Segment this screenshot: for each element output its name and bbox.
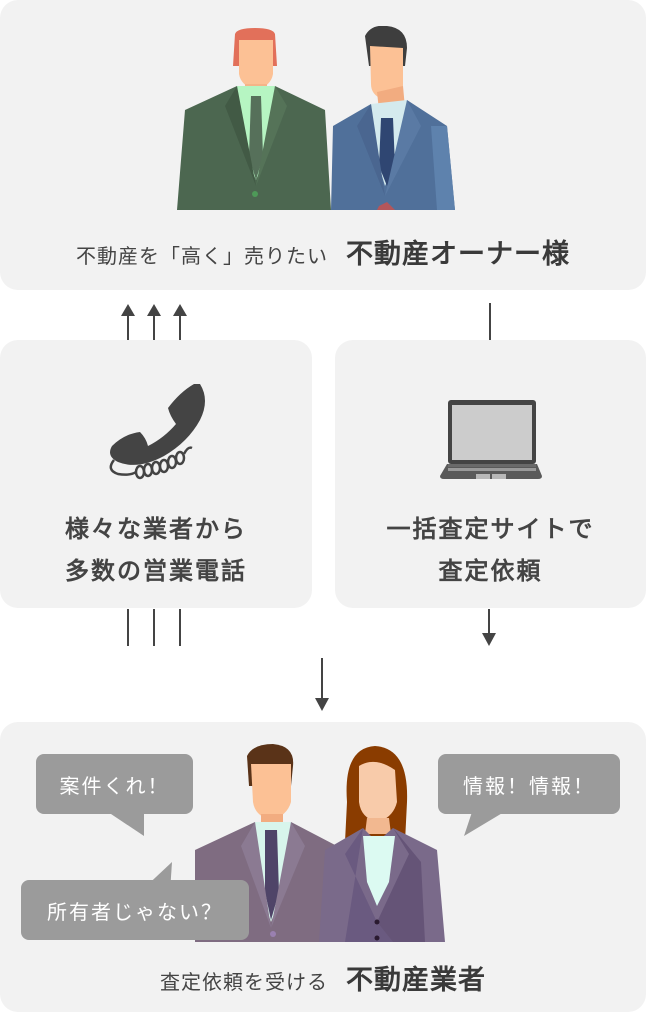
phone-box-line2: 多数の営業電話: [65, 557, 247, 585]
agent-title: 不動産業者: [346, 965, 486, 996]
bubble-text: 所有者じゃない？: [47, 899, 223, 924]
phone-calls-box: 様々な業者から 多数の営業電話: [0, 340, 312, 608]
bubble-text: 案件くれ！: [59, 773, 170, 798]
speech-bubble-info-info: 情報！情報！: [438, 754, 620, 814]
telephone-handset-icon: [104, 380, 210, 480]
agent-caption: 査定依頼を受ける 不動産業者: [0, 958, 646, 997]
speech-bubble-give-me-deals: 案件くれ！: [36, 754, 193, 814]
up-arrows: [118, 302, 190, 342]
bubble-tail: [108, 812, 148, 838]
owner-panel: 不動産を「高く」売りたい 不動産オーナー様: [0, 0, 646, 290]
owner-subtitle: 不動産を「高く」売りたい: [76, 244, 328, 268]
bubble-tail: [464, 812, 504, 838]
owner-title: 不動産オーナー様: [346, 239, 570, 270]
owner-to-site-line: [488, 303, 492, 340]
phone-box-lines: [118, 609, 190, 647]
businessman-and-businesswoman-illustration: [195, 742, 455, 942]
agent-subtitle: 査定依頼を受ける: [160, 970, 328, 994]
site-box-line1: 一括査定サイトで: [386, 515, 595, 543]
phone-box-line1: 様々な業者から: [65, 515, 247, 543]
real-estate-agent-panel: 案件くれ！ 情報！情報！ 所有者じゃない？ 査定依頼を受ける 不動産業者: [0, 722, 646, 1012]
site-down-arrow: [481, 609, 497, 647]
owner-caption: 不動産を「高く」売りたい 不動産オーナー様: [0, 232, 646, 271]
site-box-line2: 査定依頼: [438, 557, 543, 585]
two-businessmen-illustration: [175, 26, 465, 210]
bubble-text: 情報！情報！: [463, 773, 595, 798]
down-arrow-to-agents: [314, 658, 330, 712]
speech-bubble-not-owner: 所有者じゃない？: [21, 880, 249, 940]
bulk-appraisal-site-box: 一括査定サイトで 査定依頼: [335, 340, 646, 608]
laptop-icon: [440, 400, 542, 480]
